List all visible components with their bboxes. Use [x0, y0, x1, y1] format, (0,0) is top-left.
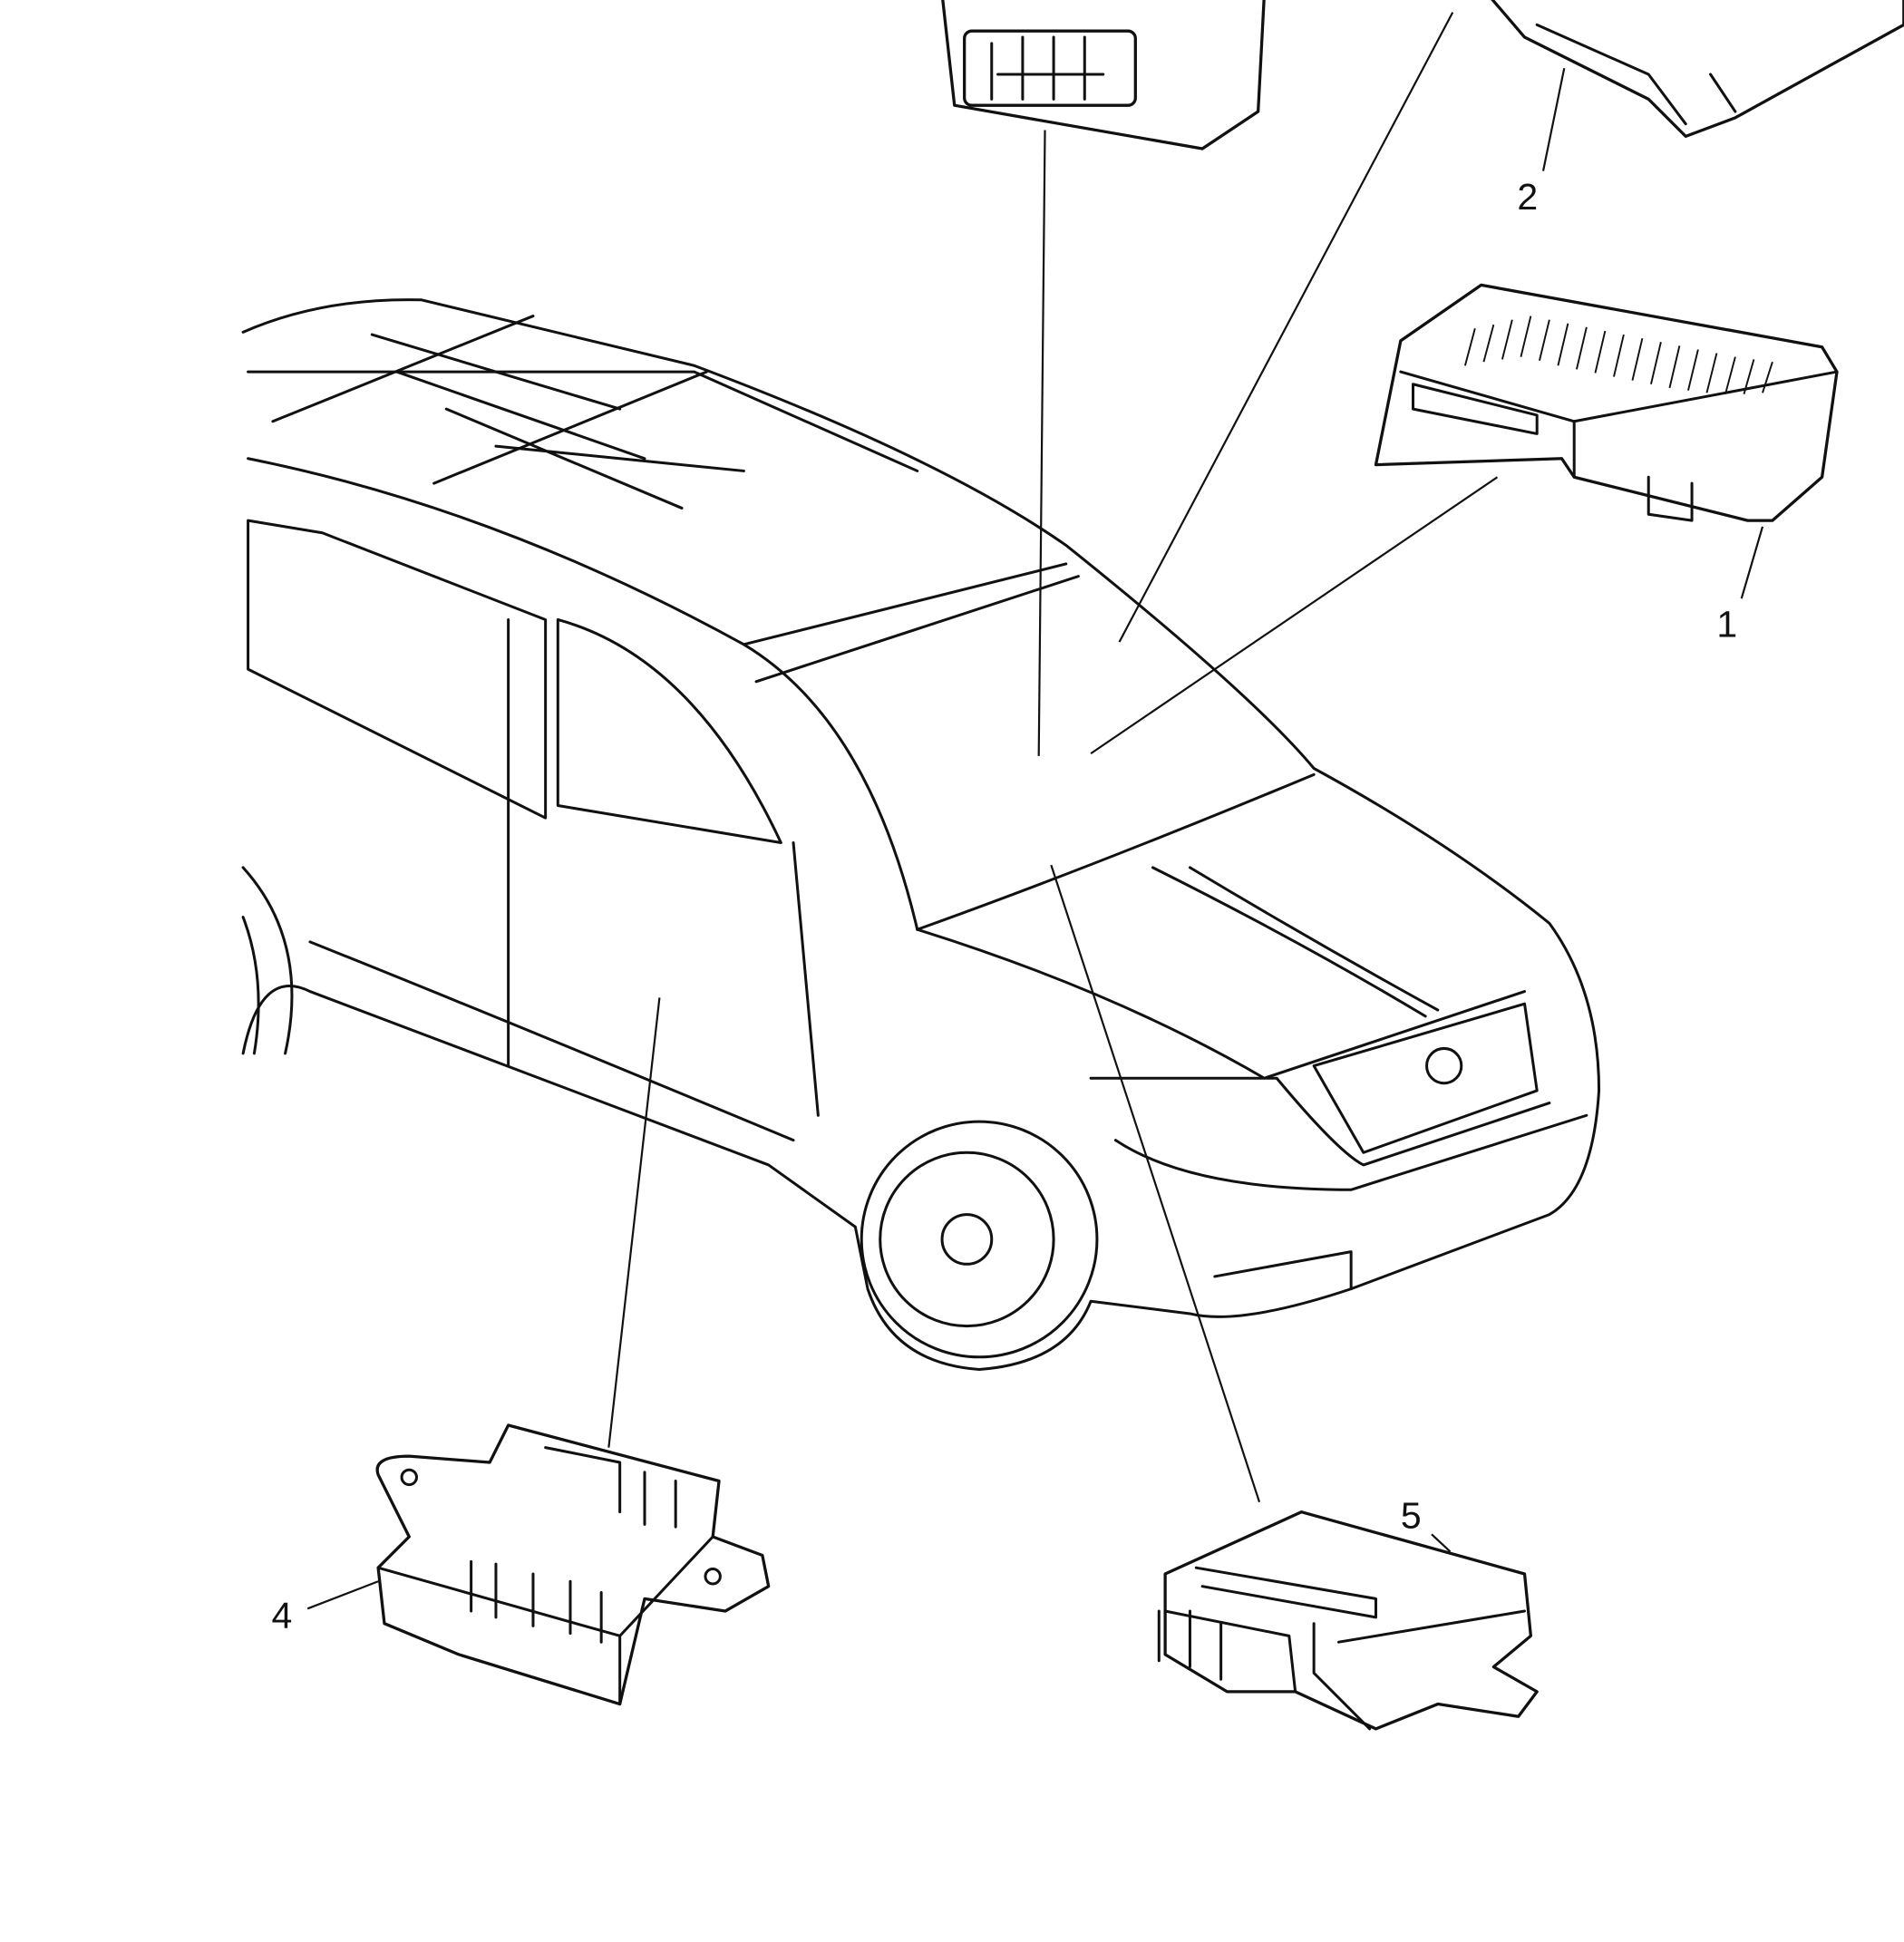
callout-5: 5 — [1401, 1494, 1422, 1536]
module-5 — [1157, 1510, 1539, 1731]
module-2 — [1491, 0, 1904, 139]
leader-line-1 — [1090, 476, 1499, 755]
callout-4: 4 — [272, 1595, 293, 1636]
leader-line-2 — [1118, 12, 1454, 643]
callout-2: 2 — [1517, 176, 1538, 218]
module-top-connector — [941, 0, 1266, 151]
callout-1: 1 — [1716, 604, 1737, 646]
callout-tick-5 — [1431, 1533, 1452, 1553]
module-4 — [375, 1423, 771, 1706]
leader-line-module-top — [1037, 130, 1046, 756]
callout-tick-4 — [306, 1580, 379, 1610]
module-1 — [1374, 283, 1839, 522]
leader-lines — [306, 12, 1764, 1610]
leader-line-4 — [607, 997, 661, 1448]
vehicle-illustration — [241, 298, 1601, 1371]
callout-tick-2 — [1541, 67, 1566, 171]
callout-tick-1 — [1740, 526, 1764, 599]
leader-line-5 — [1050, 864, 1261, 1503]
